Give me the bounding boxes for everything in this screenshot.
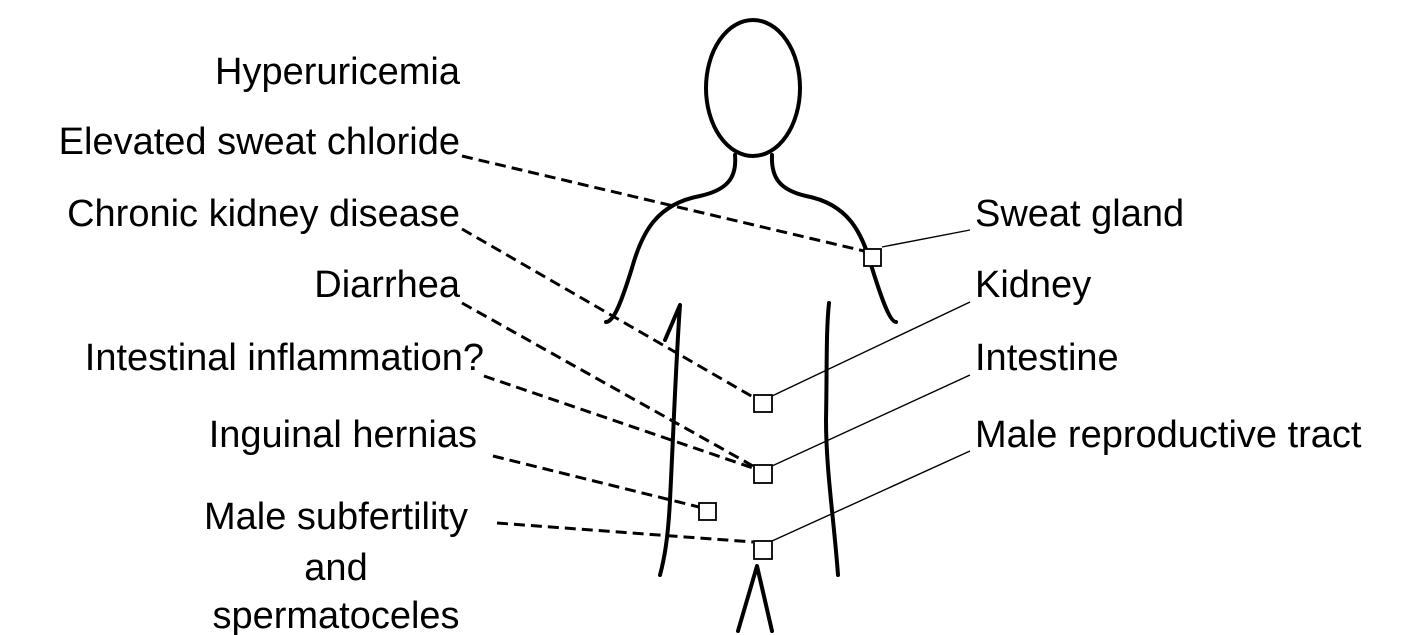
- connector-chronic-kidney-disease: [462, 229, 753, 397]
- label-male-reproductive-tract: Male reproductive tract: [975, 414, 1362, 456]
- label-intestinal-inflammation: Intestinal inflammation?: [85, 337, 484, 379]
- connector-inguinal-hernias: [493, 456, 699, 507]
- connector-sweat-gland: [882, 230, 970, 247]
- torso-outline-right: [772, 155, 896, 322]
- torso-outline-left: [606, 155, 735, 322]
- label-intestine: Intestine: [975, 337, 1119, 379]
- connector-sweat-chloride: [462, 156, 864, 251]
- label-hyperuricemia: Hyperuricemia: [215, 51, 461, 93]
- organ-labels: Sweat gland Kidney Intestine Male reprod…: [975, 193, 1362, 456]
- label-chronic-kidney-disease: Chronic kidney disease: [67, 193, 460, 235]
- head: [706, 20, 800, 156]
- marker-male-reproductive-tract: [754, 541, 772, 559]
- marker-kidney: [754, 395, 772, 412]
- organ-markers: [699, 249, 881, 559]
- disease-labels: Hyperuricemia Elevated sweat chloride Ch…: [59, 51, 484, 635]
- organ-connectors: [772, 230, 970, 541]
- human-figure: [606, 20, 896, 631]
- label-diarrhea: Diarrhea: [314, 264, 461, 306]
- marker-intestine: [754, 465, 772, 483]
- label-sweat-gland: Sweat gland: [975, 193, 1184, 235]
- label-male-subfertility-line-2: and: [304, 547, 367, 589]
- connector-kidney: [772, 302, 970, 396]
- label-kidney: Kidney: [975, 264, 1091, 306]
- marker-inguinal: [699, 503, 716, 520]
- label-male-subfertility-line-3: spermatoceles: [212, 595, 459, 635]
- marker-sweat-gland: [864, 249, 881, 266]
- label-elevated-sweat-chloride: Elevated sweat chloride: [59, 121, 460, 163]
- connector-male-reproductive-tract: [772, 451, 970, 541]
- label-male-subfertility-line-1: Male subfertility: [204, 496, 468, 538]
- connector-male-subfertility: [497, 523, 753, 542]
- legs-outline: [738, 566, 772, 631]
- label-inguinal-hernias: Inguinal hernias: [209, 414, 477, 456]
- connector-intestine: [772, 375, 970, 466]
